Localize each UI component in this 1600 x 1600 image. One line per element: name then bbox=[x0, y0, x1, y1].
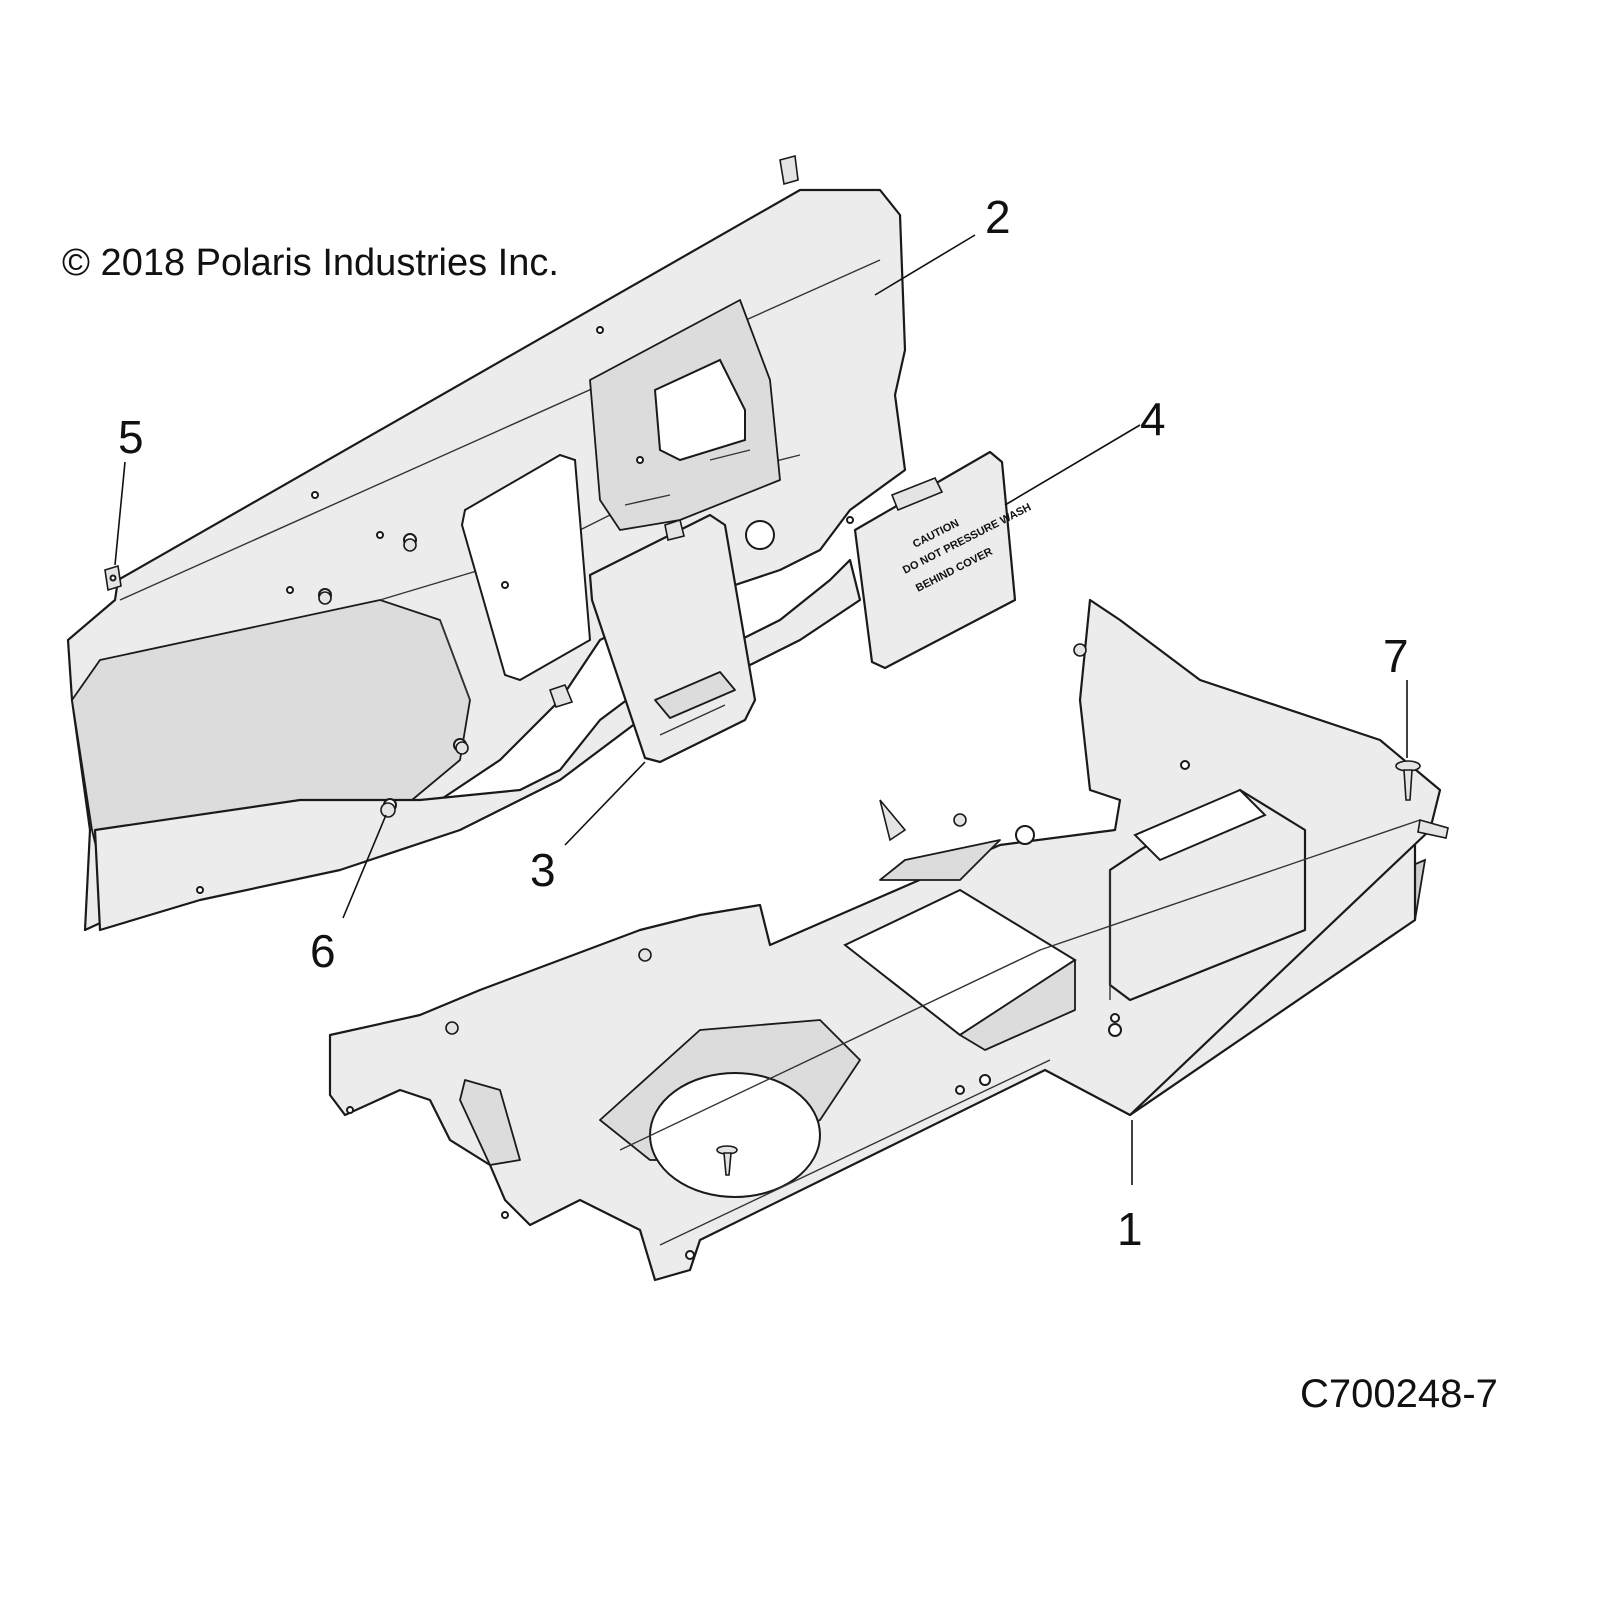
part-7-screw bbox=[716, 760, 1421, 1176]
part-3-access-cover bbox=[588, 513, 757, 764]
callout-4: 4 bbox=[1140, 393, 1166, 445]
copyright-notice: © 2018 Polaris Industries Inc. bbox=[62, 242, 559, 284]
callout-3: 3 bbox=[530, 844, 556, 896]
leader-line-4 bbox=[1004, 424, 1141, 506]
callout-5: 5 bbox=[118, 411, 144, 463]
part-2-rear-panel bbox=[66, 154, 907, 932]
leader-line-3 bbox=[564, 761, 646, 846]
part-1-floor-pan bbox=[328, 598, 1449, 1282]
callout-7: 7 bbox=[1383, 630, 1409, 682]
leader-line-2 bbox=[874, 234, 976, 296]
callout-2: 2 bbox=[985, 191, 1011, 243]
leader-line-6 bbox=[342, 814, 387, 919]
figure-id: C700248-7 bbox=[1300, 1372, 1498, 1416]
leader-line-5 bbox=[114, 461, 126, 566]
part-6-push-rivet bbox=[318, 538, 1087, 1035]
part-4-caution-cover: CAUTION DO NOT PRESSURE WASH BEHIND COVE… bbox=[853, 450, 1033, 670]
part-5-clip-nut bbox=[104, 564, 122, 592]
callout-1: 1 bbox=[1117, 1203, 1143, 1255]
callout-6: 6 bbox=[310, 925, 336, 977]
